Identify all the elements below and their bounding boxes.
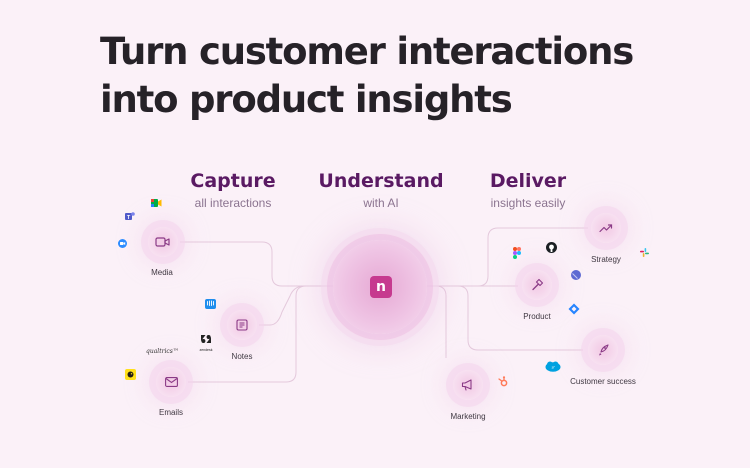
qualtrics-wordmark: qualtrics™ <box>146 348 179 355</box>
google-meet-icon <box>151 199 162 207</box>
zendesk-wordmark: zendesk <box>199 348 213 352</box>
understand-subtitle: with AI <box>363 196 399 210</box>
salesforce-icon: sf <box>545 361 561 372</box>
intercom-icon <box>205 299 216 309</box>
notes-connector <box>259 285 333 326</box>
headline-line-2: into product insights <box>100 78 513 121</box>
rocket-icon <box>599 344 609 356</box>
jira-icon <box>568 303 580 315</box>
notes-node <box>227 310 257 340</box>
figma-icon <box>513 247 521 259</box>
product-node <box>522 270 552 300</box>
zendesk-logo: zendesk <box>198 330 214 352</box>
capture-title: Capture <box>190 170 276 192</box>
understand-title: Understand <box>318 170 444 192</box>
emails-label: Emails <box>158 408 183 417</box>
svg-text:sf: sf <box>552 366 556 370</box>
note-icon <box>236 319 248 331</box>
media-connector <box>180 241 333 287</box>
mailchimp-icon <box>125 369 136 380</box>
marketing-label: Marketing <box>450 412 486 421</box>
capture-subtitle: all interactions <box>194 196 272 210</box>
hammer-icon <box>532 278 544 291</box>
zendesk-icon <box>201 335 211 343</box>
product-label: Product <box>523 312 551 321</box>
zoom-icon <box>118 239 127 248</box>
strategy-label: Strategy <box>591 255 621 264</box>
emails-node <box>156 367 186 397</box>
marketing-node <box>453 370 483 400</box>
strategy-node <box>591 213 621 243</box>
customer-success-label: Customer success <box>570 377 636 386</box>
microsoft-teams-icon: T <box>125 212 135 221</box>
customer-success-connector <box>427 285 583 351</box>
svg-text:T: T <box>127 215 131 221</box>
app-logo-icon: n <box>370 276 392 298</box>
deliver-subtitle: insights easily <box>490 196 566 210</box>
headline-line-1: Turn customer interactions <box>100 30 634 73</box>
github-icon <box>546 242 557 253</box>
strategy-connector <box>427 227 588 287</box>
media-node <box>148 227 178 257</box>
media-label: Media <box>151 268 173 277</box>
trend-up-icon <box>599 224 613 233</box>
hubspot-icon <box>498 376 508 387</box>
marketing-connector <box>427 285 447 358</box>
megaphone-icon <box>461 379 472 391</box>
slack-icon <box>640 248 649 257</box>
linear-icon <box>571 270 581 280</box>
envelope-icon <box>164 377 178 387</box>
emails-connector <box>188 285 333 383</box>
deliver-title: Deliver <box>489 170 567 192</box>
video-camera-icon <box>155 237 170 247</box>
notes-label: Notes <box>231 352 253 361</box>
page-headline: Turn customer interactions into product … <box>100 28 634 124</box>
customer-success-node <box>588 335 618 365</box>
